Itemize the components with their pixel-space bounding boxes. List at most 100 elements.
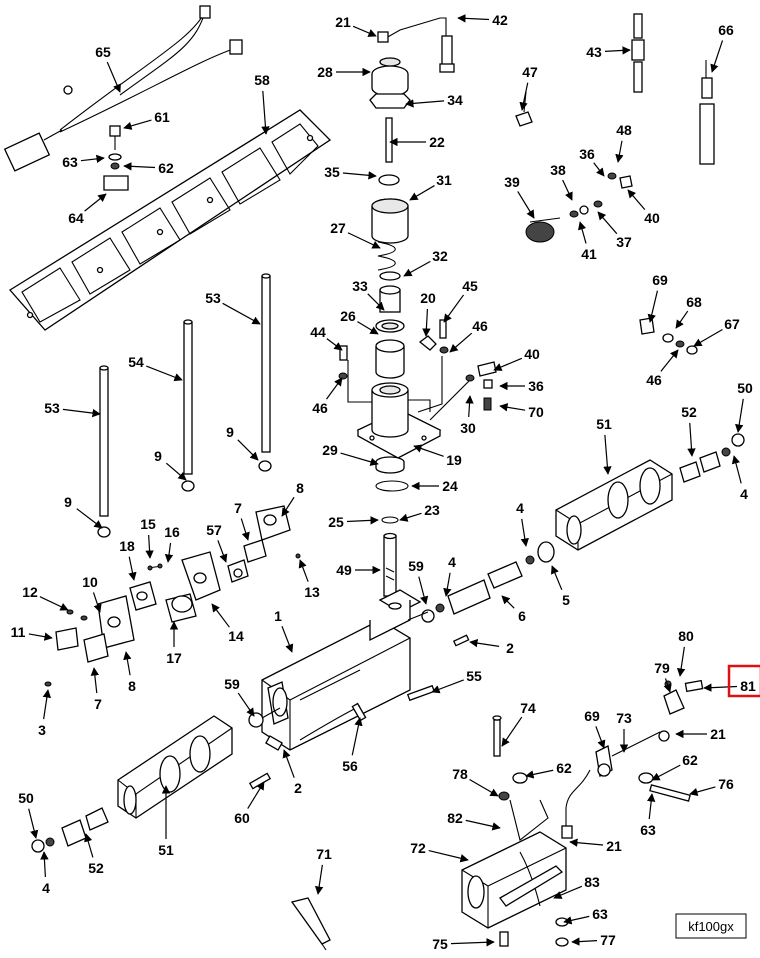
leader-46 [449,332,473,353]
leader-33 [367,293,385,311]
leader-18 [128,556,137,581]
starter-assembly [461,679,704,947]
callout-label-80: 80 [678,628,694,644]
leader-38 [562,179,573,201]
leader-61 [123,119,152,130]
callout-label-17: 17 [166,650,182,666]
callout-label-4: 4 [42,880,50,896]
leader-12 [39,596,69,611]
callout-label-74: 74 [520,700,536,716]
callout-label-56: 56 [342,758,358,774]
leader-23 [399,512,422,522]
callout-label-20: 20 [420,290,436,306]
callout-label-63: 63 [592,906,608,922]
callout-label-50: 50 [737,380,753,396]
callout-label-21: 21 [606,838,622,854]
callout-label-71: 71 [316,846,332,862]
leader-16 [164,542,174,563]
leader-47 [519,82,529,111]
callout-label-67: 67 [724,316,740,332]
leader-11 [28,632,53,641]
callout-label-59: 59 [408,558,424,574]
callout-label-1: 1 [274,608,282,624]
callout-label-36: 36 [528,378,544,394]
callout-label-2: 2 [506,640,514,656]
callout-label-69: 69 [584,708,600,724]
leader-68 [675,310,689,329]
callout-label-33: 33 [352,278,368,294]
leader-58 [261,90,270,135]
leader-2 [282,749,295,778]
callout-label-7: 7 [234,500,242,516]
leader-81 [703,683,738,692]
callout-label-38: 38 [550,162,566,178]
leader-59 [418,576,429,605]
leader-34 [405,99,445,108]
lever-part [290,897,331,951]
callout-label-51: 51 [596,416,612,432]
leader-27 [347,232,381,249]
callout-label-58: 58 [254,72,270,88]
callout-label-59: 59 [224,676,240,692]
leader-63 [646,793,656,820]
callout-label-8: 8 [128,678,136,694]
leader-53 [62,408,101,418]
callout-label-63: 63 [640,822,656,838]
leader-75 [450,938,495,947]
leader-46 [660,349,679,372]
callout-label-66: 66 [718,22,734,38]
callout-label-42: 42 [492,12,508,28]
callout-label-28: 28 [317,64,333,80]
callout-label-63: 63 [62,154,78,170]
callout-label-77: 77 [600,932,616,948]
wiring-harness-part [3,5,243,172]
callout-label-65: 65 [95,44,111,60]
intake-gasket-part [9,109,332,331]
leader-43 [604,46,631,55]
callout-label-21: 21 [335,14,351,30]
leader-62 [651,764,681,781]
callout-label-8: 8 [296,480,304,496]
leader-45 [443,294,465,323]
leader-19 [413,444,444,457]
callout-label-2: 2 [294,780,302,796]
leader-4 [520,518,529,547]
callout-label-22: 22 [429,134,445,150]
leader-67 [693,328,723,347]
callout-label-44: 44 [310,324,326,340]
leader-5 [550,565,563,591]
lower-plunger-stack [375,456,409,597]
callout-label-52: 52 [88,860,104,876]
center-cylinder-stack [369,17,455,379]
callout-label-78: 78 [452,766,468,782]
callout-label-51: 51 [158,842,174,858]
callout-label-21: 21 [710,726,726,742]
callout-label-4: 4 [516,500,524,516]
right-actuator-assembly [407,433,745,623]
callout-label-41: 41 [581,246,597,262]
leader-56 [351,717,363,756]
callout-label-68: 68 [686,294,702,310]
callout-label-79: 79 [654,660,670,676]
callout-label-61: 61 [154,109,170,125]
leader-21 [352,25,377,37]
leader-76 [689,786,716,797]
callout-label-81: 81 [740,678,756,694]
leader-20 [422,308,431,337]
callout-label-5: 5 [562,592,570,608]
leader-26 [357,321,379,335]
callout-label-9: 9 [64,494,72,510]
callout-label-7: 7 [94,696,102,712]
callout-leaders [28,14,744,947]
callout-label-37: 37 [616,234,632,250]
leader-50 [735,398,744,433]
leader-63 [80,154,105,164]
callout-label-27: 27 [330,220,346,236]
leader-72 [428,849,469,863]
leader-40 [493,357,523,371]
leader-54 [146,365,183,382]
leader-48 [615,140,624,163]
callout-label-55: 55 [466,668,482,684]
leader-80 [676,646,686,677]
